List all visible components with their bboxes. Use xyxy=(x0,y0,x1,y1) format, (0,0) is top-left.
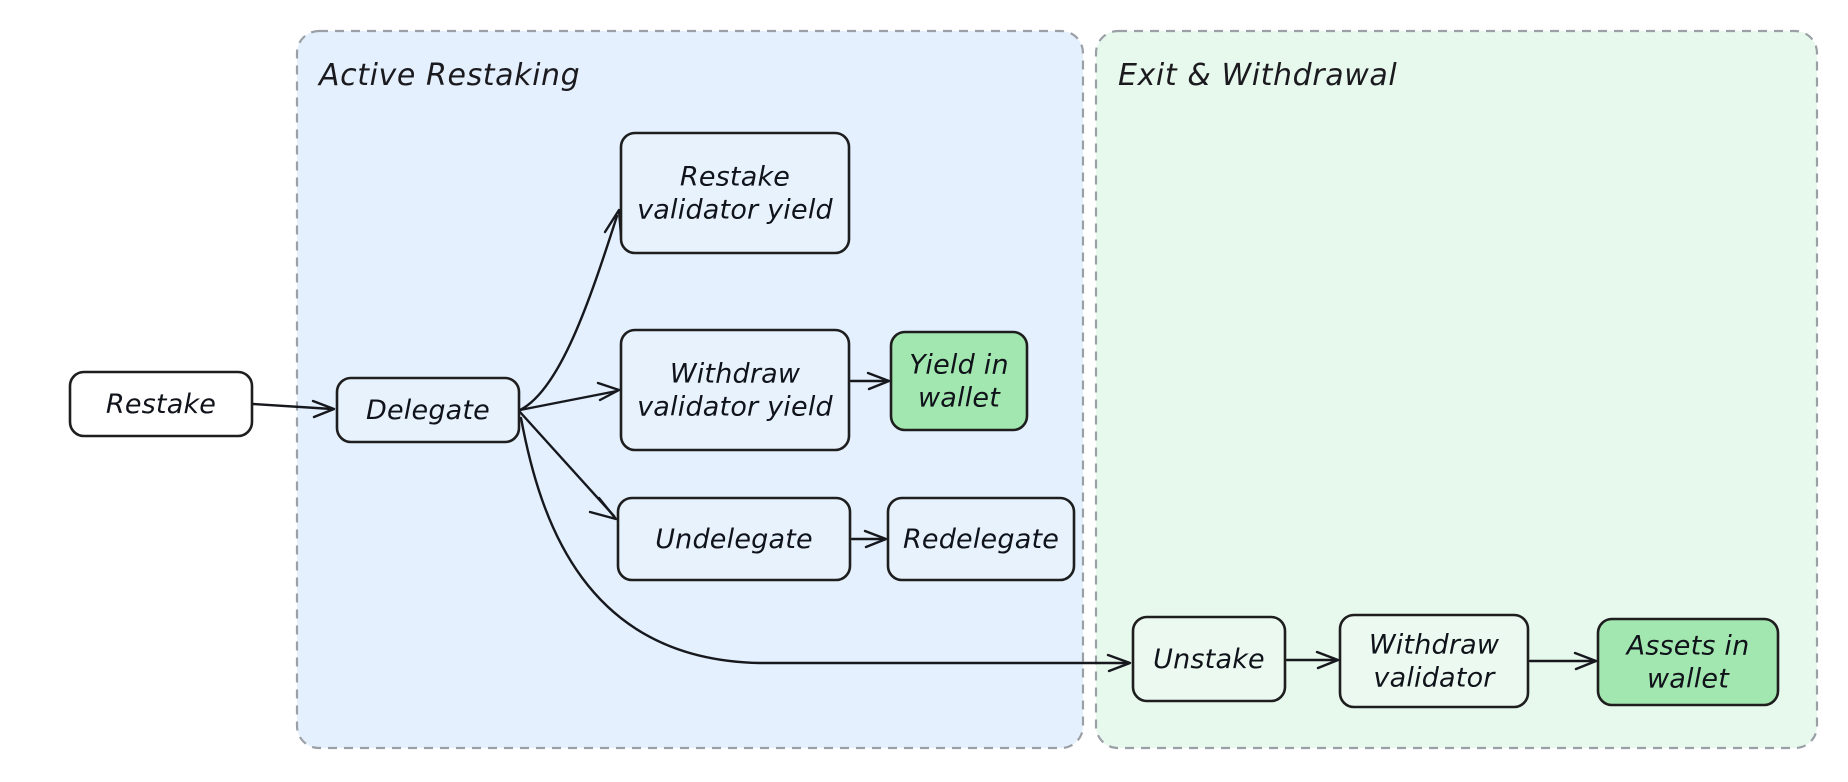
arrowhead-icon xyxy=(311,399,336,419)
node-shape[interactable] xyxy=(335,376,521,444)
arrowhead-icon xyxy=(863,529,888,549)
node-shape[interactable] xyxy=(619,131,851,255)
node-label: Assets in xyxy=(1625,631,1750,662)
arrowhead-icon xyxy=(866,371,891,391)
node-shape[interactable] xyxy=(68,370,254,438)
node-label: wallet xyxy=(1647,664,1730,695)
node-label: Restake xyxy=(106,389,216,420)
arrowhead-icon xyxy=(1106,653,1132,673)
edge-delegate-to-unstake xyxy=(519,416,1132,673)
edge-line xyxy=(518,389,619,412)
node-shape[interactable] xyxy=(619,328,851,452)
panel-exit-withdrawal: Exit & Withdrawal xyxy=(1094,29,1819,750)
edge-undelegate-to-redelegate xyxy=(850,529,888,549)
edge-delegate-to-undelegate xyxy=(518,410,618,521)
node-shape[interactable] xyxy=(889,330,1029,432)
panel-exit-withdrawal-rect xyxy=(1094,29,1819,750)
arrowhead-icon xyxy=(1573,651,1598,671)
edge-line xyxy=(518,214,619,412)
node-label: Withdraw xyxy=(1369,630,1500,661)
node-shape[interactable] xyxy=(1596,617,1780,707)
edge-line xyxy=(519,416,1130,665)
edge-withdraw-validator-yield-to-yield-in-wallet xyxy=(849,371,891,391)
panel-exit-withdrawal-title: Exit & Withdrawal xyxy=(1118,58,1397,93)
node-restake[interactable]: Restake xyxy=(68,370,254,438)
node-delegate[interactable]: Delegate xyxy=(335,376,521,444)
node-label: Yield in xyxy=(909,350,1009,381)
node-label: validator yield xyxy=(637,392,833,423)
node-label: validator yield xyxy=(637,195,833,226)
node-label: Undelegate xyxy=(655,524,813,555)
arrowhead-icon xyxy=(596,381,621,402)
arrowhead-icon xyxy=(588,496,618,521)
node-label: Restake xyxy=(680,162,790,193)
node-label: Unstake xyxy=(1153,644,1265,675)
edge-line xyxy=(251,402,334,411)
node-label: validator xyxy=(1373,663,1496,694)
node-label: Redelegate xyxy=(903,524,1059,555)
node-redelegate[interactable]: Redelegate xyxy=(886,496,1076,582)
node-shape[interactable] xyxy=(1338,613,1530,709)
node-label: Delegate xyxy=(366,395,490,426)
arrowhead-icon xyxy=(1315,650,1340,670)
node-shape[interactable] xyxy=(886,496,1076,582)
node-label: Withdraw xyxy=(670,359,801,390)
edge-layer xyxy=(251,208,1598,673)
node-undelegate[interactable]: Undelegate xyxy=(616,496,852,582)
edge-restake-to-delegate xyxy=(251,399,336,419)
edge-unstake-to-withdraw-validator xyxy=(1285,650,1340,670)
node-unstake[interactable]: Unstake xyxy=(1131,615,1287,703)
panel-active-restaking-title: Active Restaking xyxy=(317,58,580,93)
edge-withdraw-validator-to-assets-in-wallet xyxy=(1528,651,1598,671)
node-label: wallet xyxy=(918,383,1001,414)
edge-delegate-to-withdraw-validator-yield xyxy=(518,381,621,412)
node-shape[interactable] xyxy=(616,496,852,582)
node-shape[interactable] xyxy=(1131,615,1287,703)
